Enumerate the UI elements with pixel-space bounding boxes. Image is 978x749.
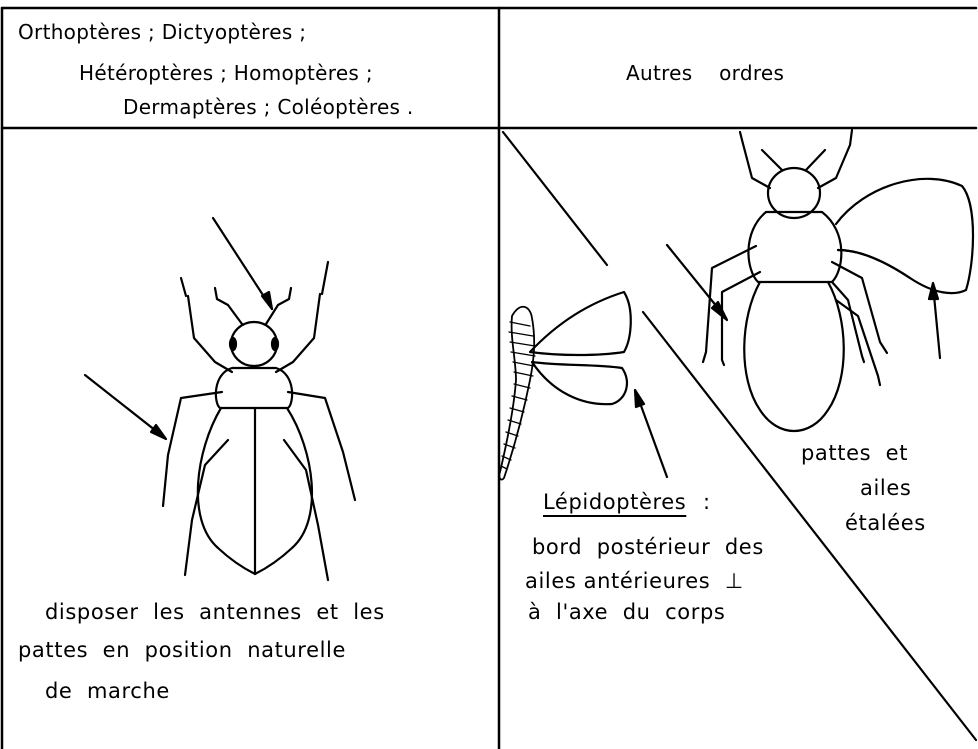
header-left-line3: Dermaptères ; Coléoptères . [123, 97, 414, 117]
lepidoptera-colon: : [703, 492, 711, 513]
spread-line3: étalées [845, 513, 926, 534]
left-caption-line1: disposer les antennes et les [45, 602, 385, 623]
left-caption-line2: pattes en position naturelle [18, 640, 346, 661]
spread-line2: ailes [860, 478, 911, 499]
lepidoptera-line3: à l'axe du corps [528, 602, 725, 623]
lepidoptera-line2: ailes antérieures ⊥ [525, 571, 744, 592]
lepidoptera-title: Lépidoptères [543, 492, 686, 513]
header-left-line1: Orthoptères ; Dictyoptères ; [18, 22, 306, 42]
header-left-line2: Hétéroptères ; Homoptères ; [79, 63, 373, 83]
header-right-title: Autres ordres [626, 63, 784, 83]
diagonal-divider [503, 132, 976, 740]
lepidoptera-line1: bord postérieur des [532, 537, 764, 558]
spread-insect-illustration [703, 130, 973, 431]
spread-line1: pattes et [801, 443, 908, 464]
beetle-illustration [163, 262, 355, 580]
lepidoptera-illustration [499, 292, 630, 480]
left-caption-line3: de marche [45, 681, 170, 702]
